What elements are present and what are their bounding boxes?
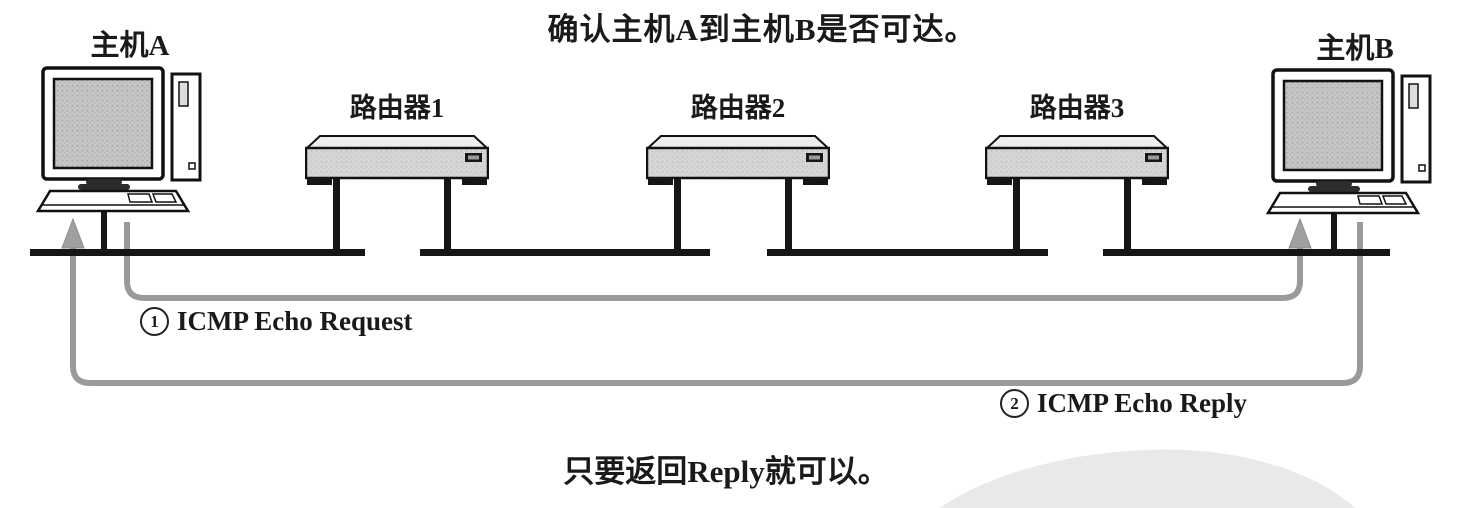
router-left-leg xyxy=(1013,178,1020,256)
host-b-computer-icon xyxy=(1266,68,1432,215)
circled-number-2: 2 xyxy=(1000,389,1029,418)
host-a-computer-icon xyxy=(36,66,202,213)
host-b-label: 主机B xyxy=(1316,33,1394,65)
router-front-face xyxy=(305,146,489,180)
router-front-face xyxy=(646,146,830,180)
router-right-leg xyxy=(785,178,792,256)
monitor-base xyxy=(1308,186,1360,192)
router-port-light xyxy=(1148,155,1159,160)
router-1-icon xyxy=(305,135,489,256)
reply-arrowhead-up-icon xyxy=(61,217,85,249)
monitor-screen xyxy=(1282,79,1384,172)
router-2-icon xyxy=(646,135,830,256)
network-bus-segment-3 xyxy=(767,249,1048,256)
keyboard-keypad-2 xyxy=(1381,195,1408,205)
router-left-leg xyxy=(333,178,340,256)
monitor-screen xyxy=(52,77,154,170)
icmp-echo-request-path xyxy=(124,222,1303,301)
circled-number-1: 1 xyxy=(140,307,169,336)
icmp-reply-label: 2 ICMP Echo Reply xyxy=(1000,388,1247,419)
icmp-request-label: 1 ICMP Echo Request xyxy=(140,306,413,337)
tower-drive-slot xyxy=(1408,83,1419,109)
network-bus-segment-2 xyxy=(420,249,710,256)
icmp-request-label-text: ICMP Echo Request xyxy=(177,306,413,336)
keyboard-keypad-1 xyxy=(127,193,154,203)
router-left-foot xyxy=(307,177,332,185)
icmp-echo-reply-path xyxy=(70,222,1363,386)
host-a-network-stem xyxy=(101,210,107,251)
router-left-leg xyxy=(674,178,681,256)
tower-button xyxy=(188,162,196,170)
router-port-light xyxy=(809,155,820,160)
router-left-foot xyxy=(648,177,673,185)
keyboard-keypad-2 xyxy=(151,193,178,203)
tower-button xyxy=(1418,164,1426,172)
request-arrowhead-up-icon xyxy=(1288,217,1312,249)
host-a-label: 主机A xyxy=(90,30,170,62)
monitor-neck xyxy=(86,179,122,185)
router-right-foot xyxy=(803,177,828,185)
router-front-face xyxy=(985,146,1169,180)
router-right-leg xyxy=(1124,178,1131,256)
tower-drive-slot xyxy=(178,81,189,107)
router-right-foot xyxy=(1142,177,1167,185)
network-bus-segment-4 xyxy=(1103,249,1390,256)
keyboard-keypad-1 xyxy=(1357,195,1384,205)
monitor-base xyxy=(78,184,130,190)
router-top-face xyxy=(646,135,830,149)
monitor-neck xyxy=(1316,181,1352,187)
bottom-note: 只要返回Reply就可以。 xyxy=(563,454,889,489)
router-right-leg xyxy=(444,178,451,256)
router-left-foot xyxy=(987,177,1012,185)
router-top-face xyxy=(985,135,1169,149)
router-2-label: 路由器2 xyxy=(690,93,786,123)
router-1-label: 路由器1 xyxy=(349,93,445,123)
router-port-light xyxy=(468,155,479,160)
host-b-network-stem xyxy=(1331,211,1337,251)
diagram-title: 确认主机A到主机B是否可达。 xyxy=(547,12,977,47)
router-3-label: 路由器3 xyxy=(1029,93,1125,123)
network-bus-segment-1 xyxy=(30,249,365,256)
router-top-face xyxy=(305,135,489,149)
router-3-icon xyxy=(985,135,1169,256)
router-right-foot xyxy=(462,177,487,185)
icmp-reply-label-text: ICMP Echo Reply xyxy=(1037,388,1248,418)
